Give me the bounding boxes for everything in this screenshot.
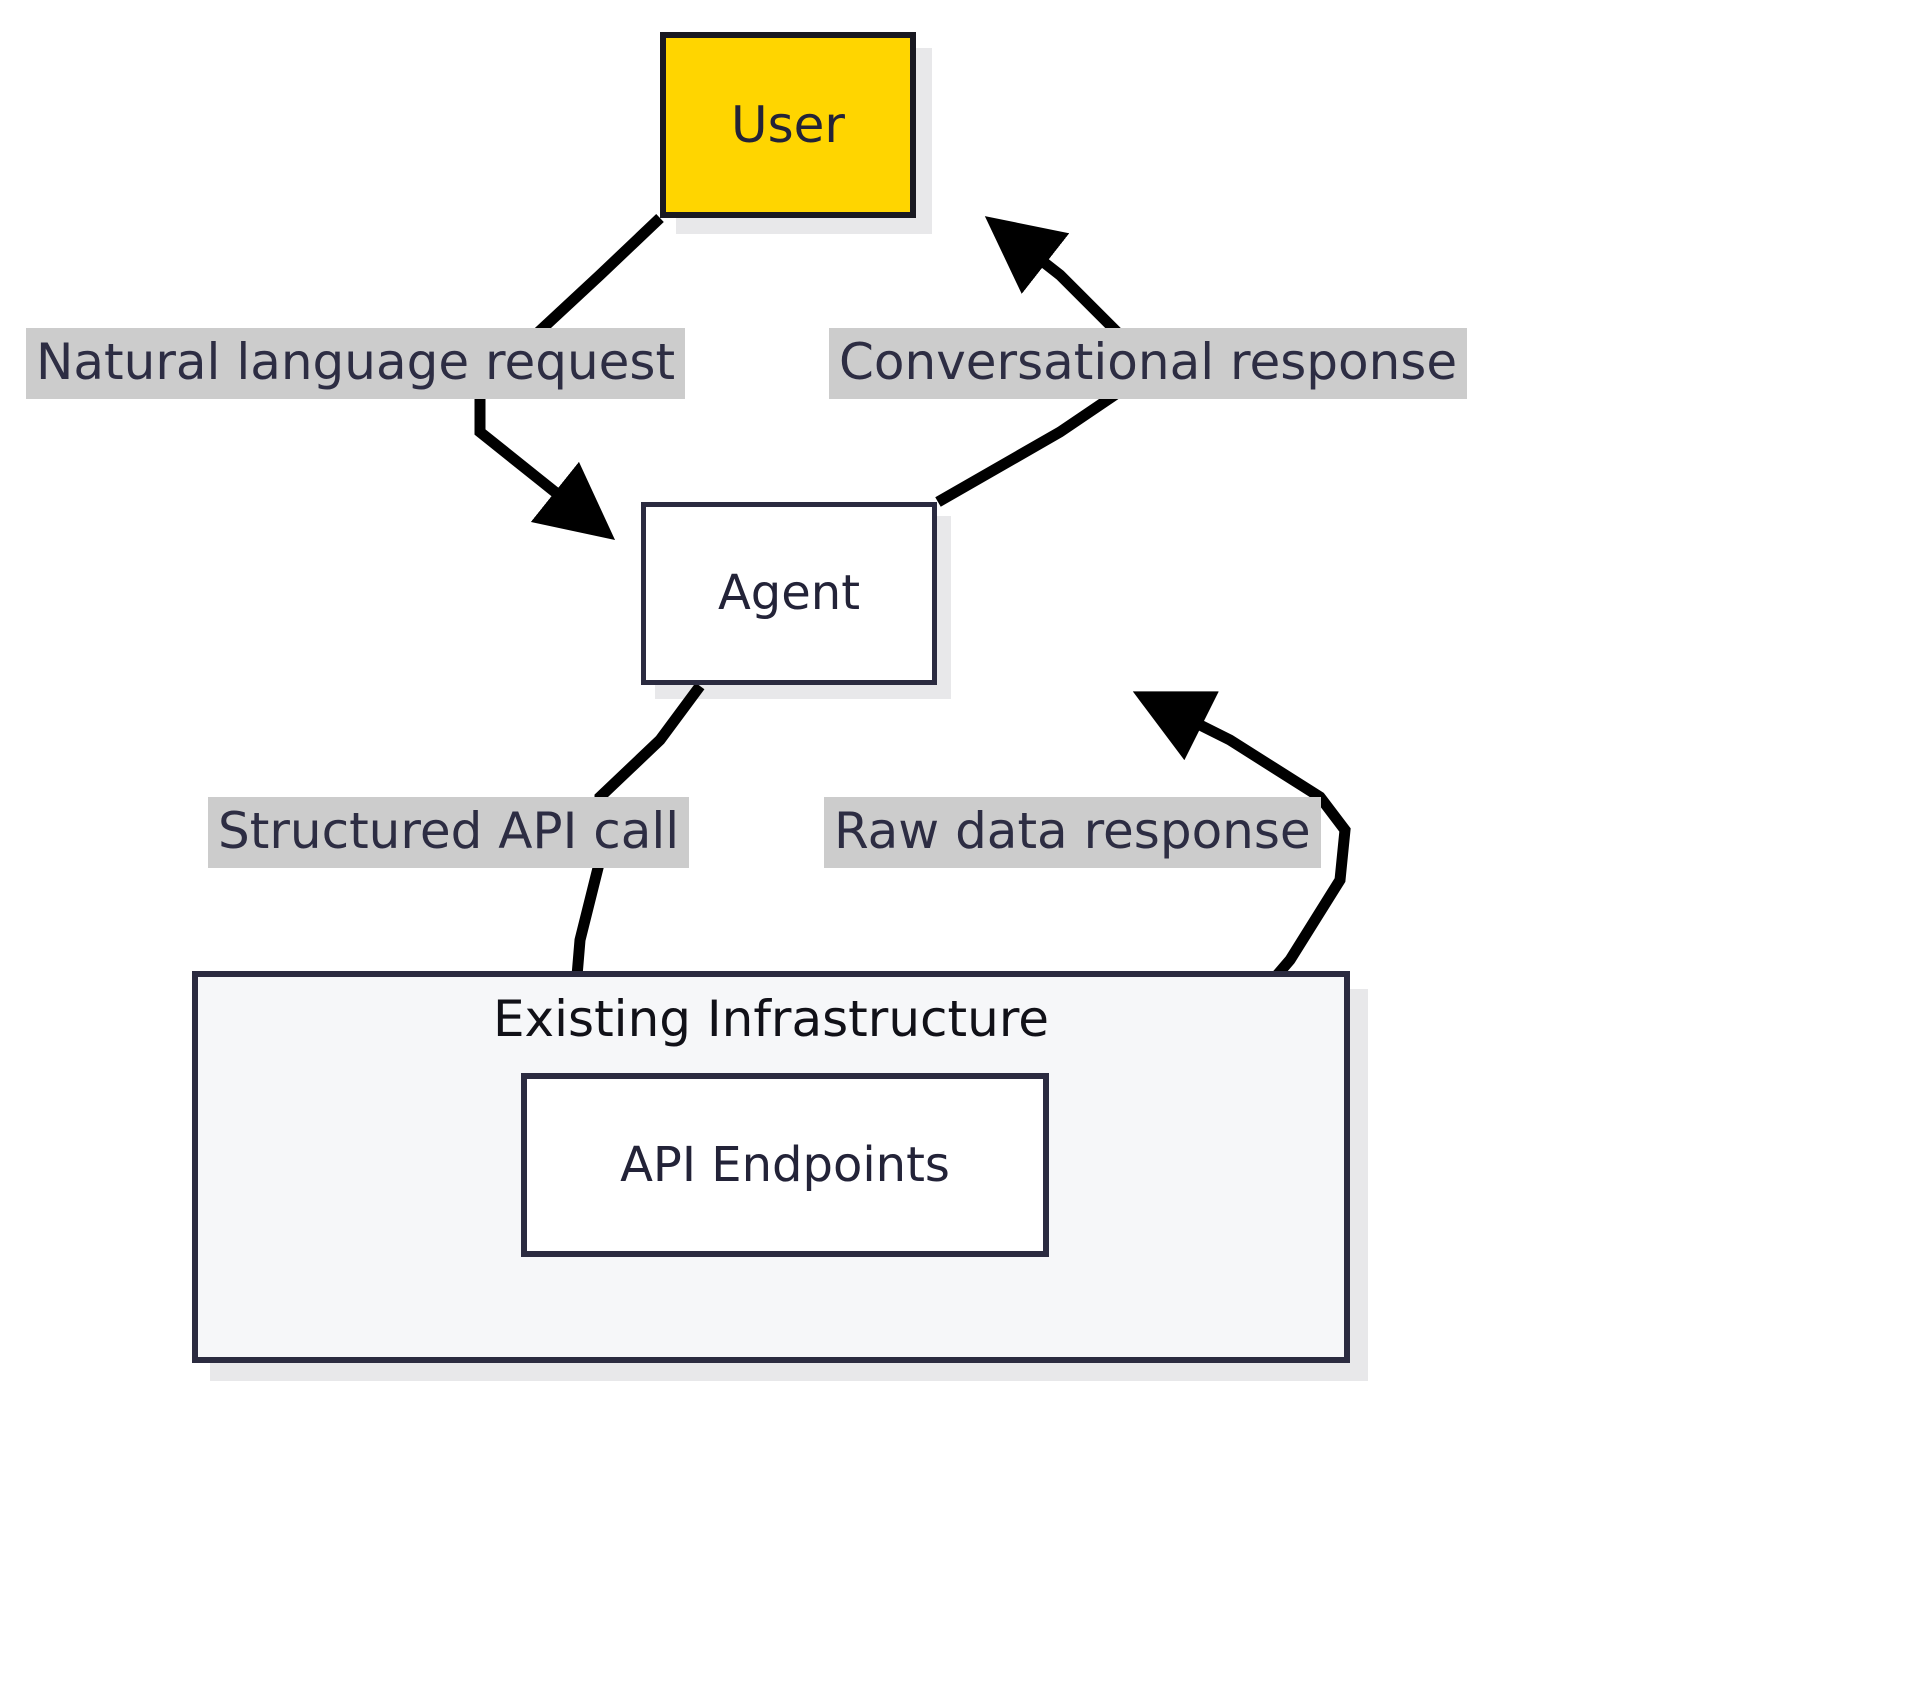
edge-label-raw-data-response: Raw data response	[824, 797, 1321, 868]
subgraph-title-existing-infrastructure: Existing Infrastructure	[492, 990, 1050, 1048]
node-agent[interactable]: Agent	[641, 502, 937, 685]
edge-label-natural-language-request: Natural language request	[26, 328, 686, 399]
node-user-label: User	[731, 95, 845, 154]
node-api-endpoints-label: API Endpoints	[620, 1136, 950, 1193]
edge-label-structured-api-call: Structured API call	[208, 797, 690, 868]
edge-label-conversational-response: Conversational response	[829, 328, 1468, 399]
node-user[interactable]: User	[660, 32, 916, 218]
node-api-endpoints[interactable]: API Endpoints	[521, 1073, 1049, 1257]
node-agent-label: Agent	[717, 565, 861, 622]
